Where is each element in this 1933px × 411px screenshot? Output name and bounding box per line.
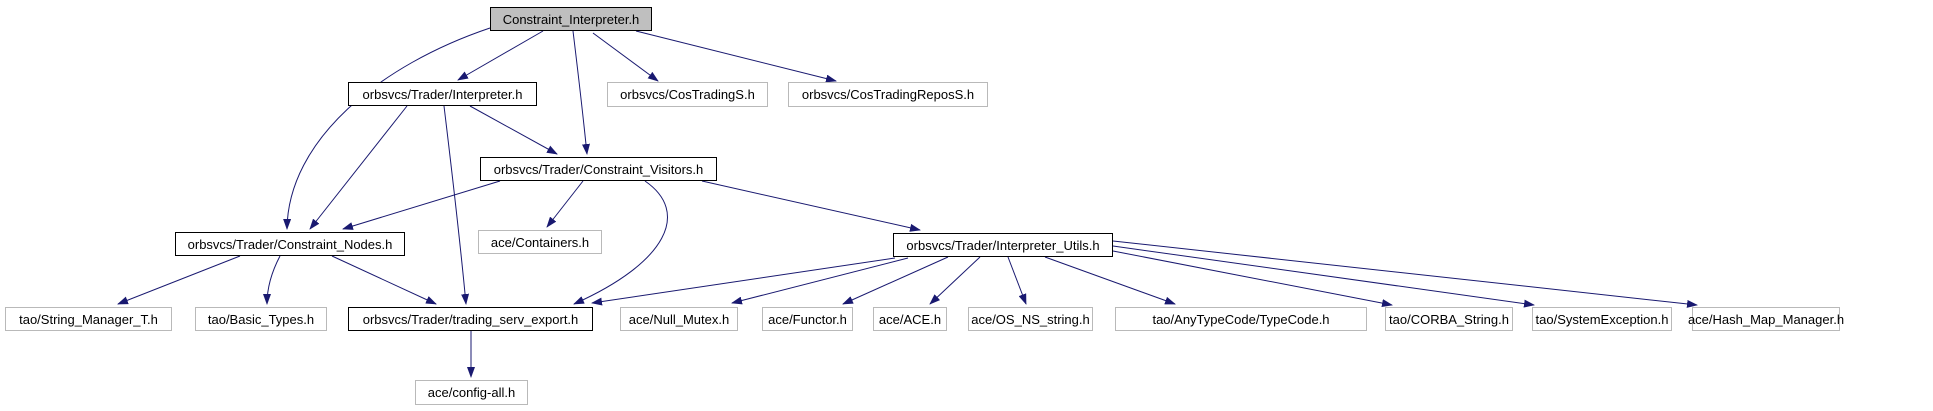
node-tao-corba-string-h: tao/CORBA_String.h (1385, 307, 1513, 331)
node-costradingreposs-h: orbsvcs/CosTradingReposS.h (788, 82, 988, 107)
edge-constraint-interpreter-h-to-costradingreposs-h (635, 30, 837, 83)
edge-interpreter-utils-h-to-trading-serv-export-h (591, 257, 896, 306)
node-constraint-interpreter-h: Constraint_Interpreter.h (490, 7, 652, 31)
node-trading-serv-export-h[interactable]: orbsvcs/Trader/trading_serv_export.h (348, 307, 593, 331)
edge-interpreter-utils-h-to-ace-os-ns-string-h (1007, 256, 1027, 305)
edge-constraint-visitors-h-to-interpreter-utils-h (701, 180, 921, 232)
edge-trader-interpreter-h-to-trading-serv-export-h (443, 105, 470, 305)
node-ace-null-mutex-h: ace/Null_Mutex.h (620, 307, 738, 331)
edge-constraint-nodes-h-to-trading-serv-export-h (331, 255, 437, 305)
edge-interpreter-utils-h-to-ace-hash-map-manager-h (1112, 240, 1698, 308)
node-constraint-visitors-h[interactable]: orbsvcs/Trader/Constraint_Visitors.h (480, 157, 717, 181)
edge-interpreter-utils-h-to-tao-systemexception-h (1112, 245, 1535, 308)
node-ace-hash-map-manager-h: ace/Hash_Map_Manager.h (1688, 307, 1844, 331)
node-tao-systemexception-h: tao/SystemException.h (1532, 307, 1672, 331)
node-constraint-nodes-h[interactable]: orbsvcs/Trader/Constraint_Nodes.h (175, 232, 405, 256)
edge-interpreter-utils-h-to-tao-corba-string-h (1112, 250, 1393, 308)
edge-interpreter-utils-h-to-tao-anytypecode-typecode-h (1044, 256, 1176, 305)
edge-constraint-interpreter-h-to-costradings-h (592, 32, 659, 82)
edge-trader-interpreter-h-to-constraint-visitors-h (469, 105, 558, 155)
node-ace-functor-h: ace/Functor.h (762, 307, 853, 331)
edge-constraint-interpreter-h-to-constraint-visitors-h (572, 30, 590, 155)
edge-constraint-visitors-h-to-trading-serv-export-h (573, 180, 668, 305)
node-interpreter-utils-h[interactable]: orbsvcs/Trader/Interpreter_Utils.h (893, 233, 1113, 257)
node-tao-anytypecode-typecode-h: tao/AnyTypeCode/TypeCode.h (1115, 307, 1367, 331)
edge-constraint-interpreter-h-to-trader-interpreter-h (457, 30, 544, 81)
edge-constraint-visitors-h-to-ace-containers-h (546, 180, 584, 228)
edge-constraint-nodes-h-to-tao-basic-types-h (263, 255, 281, 305)
edge-interpreter-utils-h-to-ace-functor-h (842, 256, 949, 305)
edge-trader-interpreter-h-to-constraint-nodes-h (309, 105, 408, 230)
node-tao-basic-types-h: tao/Basic_Types.h (195, 307, 327, 331)
edge-constraint-visitors-h-to-constraint-nodes-h (342, 180, 501, 230)
node-tao-string-manager-t-h: tao/String_Manager_T.h (5, 307, 172, 331)
node-ace-ace-h: ace/ACE.h (873, 307, 947, 331)
node-ace-containers-h: ace/Containers.h (478, 230, 602, 254)
edge-interpreter-utils-h-to-ace-ace-h (929, 256, 981, 305)
edge-interpreter-utils-h-to-ace-null-mutex-h (731, 257, 909, 305)
node-trader-interpreter-h[interactable]: orbsvcs/Trader/Interpreter.h (348, 82, 537, 106)
node-costradings-h: orbsvcs/CosTradingS.h (607, 82, 768, 107)
edge-constraint-nodes-h-to-tao-string-manager-t-h (117, 255, 241, 305)
node-ace-config-all-h: ace/config-all.h (415, 380, 528, 405)
node-ace-os-ns-string-h: ace/OS_NS_string.h (968, 307, 1093, 331)
edge-constraint-interpreter-h-to-constraint-nodes-h (283, 27, 491, 230)
